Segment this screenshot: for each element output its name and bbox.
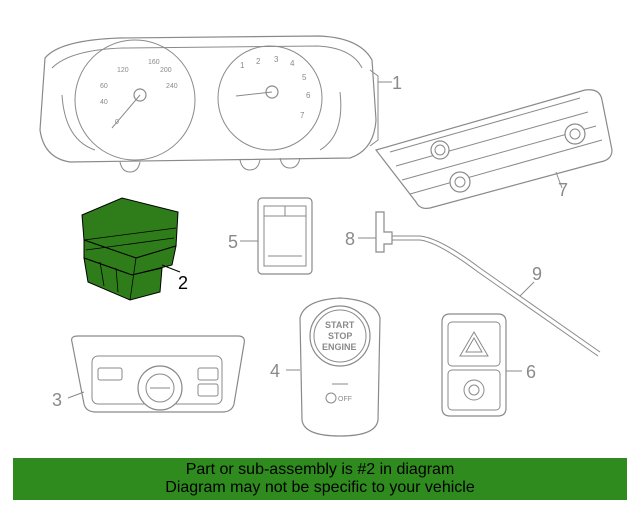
speed-tick: 40 — [100, 99, 108, 106]
connector-8 — [358, 211, 420, 253]
callout-5: 5 — [228, 232, 238, 252]
engine-label: ENGINE — [322, 342, 357, 352]
tach-tick: 7 — [300, 111, 305, 120]
banner-line-2: Diagram may not be specific to your vehi… — [165, 479, 475, 496]
hazard-switch — [441, 313, 522, 417]
speed-tick: 160 — [148, 59, 160, 66]
tach-tick: 6 — [306, 91, 311, 100]
speed-tick: 240 — [166, 83, 178, 90]
stop-label: STOP — [328, 331, 352, 341]
tach-tick: 4 — [290, 59, 295, 68]
banner-line-1: Part or sub-assembly is #2 in diagram — [185, 461, 455, 478]
auto-off-label: OFF — [338, 396, 352, 403]
callout-2: 2 — [178, 273, 188, 293]
highlighted-module-2 — [81, 197, 181, 301]
callout-4: 4 — [270, 361, 280, 381]
cable-9 — [419, 235, 601, 357]
speed-tick: 0 — [115, 119, 119, 126]
callout-1: 1 — [392, 73, 402, 93]
parts-diagram: 0 40 60 120 160 200 240 1 2 3 4 5 6 7 1 … — [39, 35, 613, 437]
speed-tick: 120 — [117, 67, 129, 74]
tach-tick: 3 — [274, 55, 279, 64]
tach-tick: 1 — [240, 61, 245, 70]
instrument-cluster: 0 40 60 120 160 200 240 1 2 3 4 5 6 7 — [39, 35, 392, 173]
callout-3: 3 — [52, 390, 62, 410]
callout-9: 9 — [532, 264, 542, 284]
speed-tick: 200 — [160, 67, 172, 74]
callout-7: 7 — [558, 180, 568, 200]
tach-tick: 5 — [302, 73, 307, 82]
light-switch-panel — [67, 335, 245, 413]
tach-tick: 2 — [256, 57, 261, 66]
start-stop-button: START STOP ENGINE OFF — [286, 297, 381, 437]
speed-tick: 60 — [100, 83, 108, 90]
callout-6: 6 — [526, 362, 536, 382]
info-banner: Part or sub-assembly is #2 in diagram Di… — [13, 458, 627, 500]
climate-control-panel — [374, 89, 613, 209]
callout-8: 8 — [345, 229, 355, 249]
small-module-5 — [240, 197, 313, 275]
start-label: START — [325, 320, 355, 330]
